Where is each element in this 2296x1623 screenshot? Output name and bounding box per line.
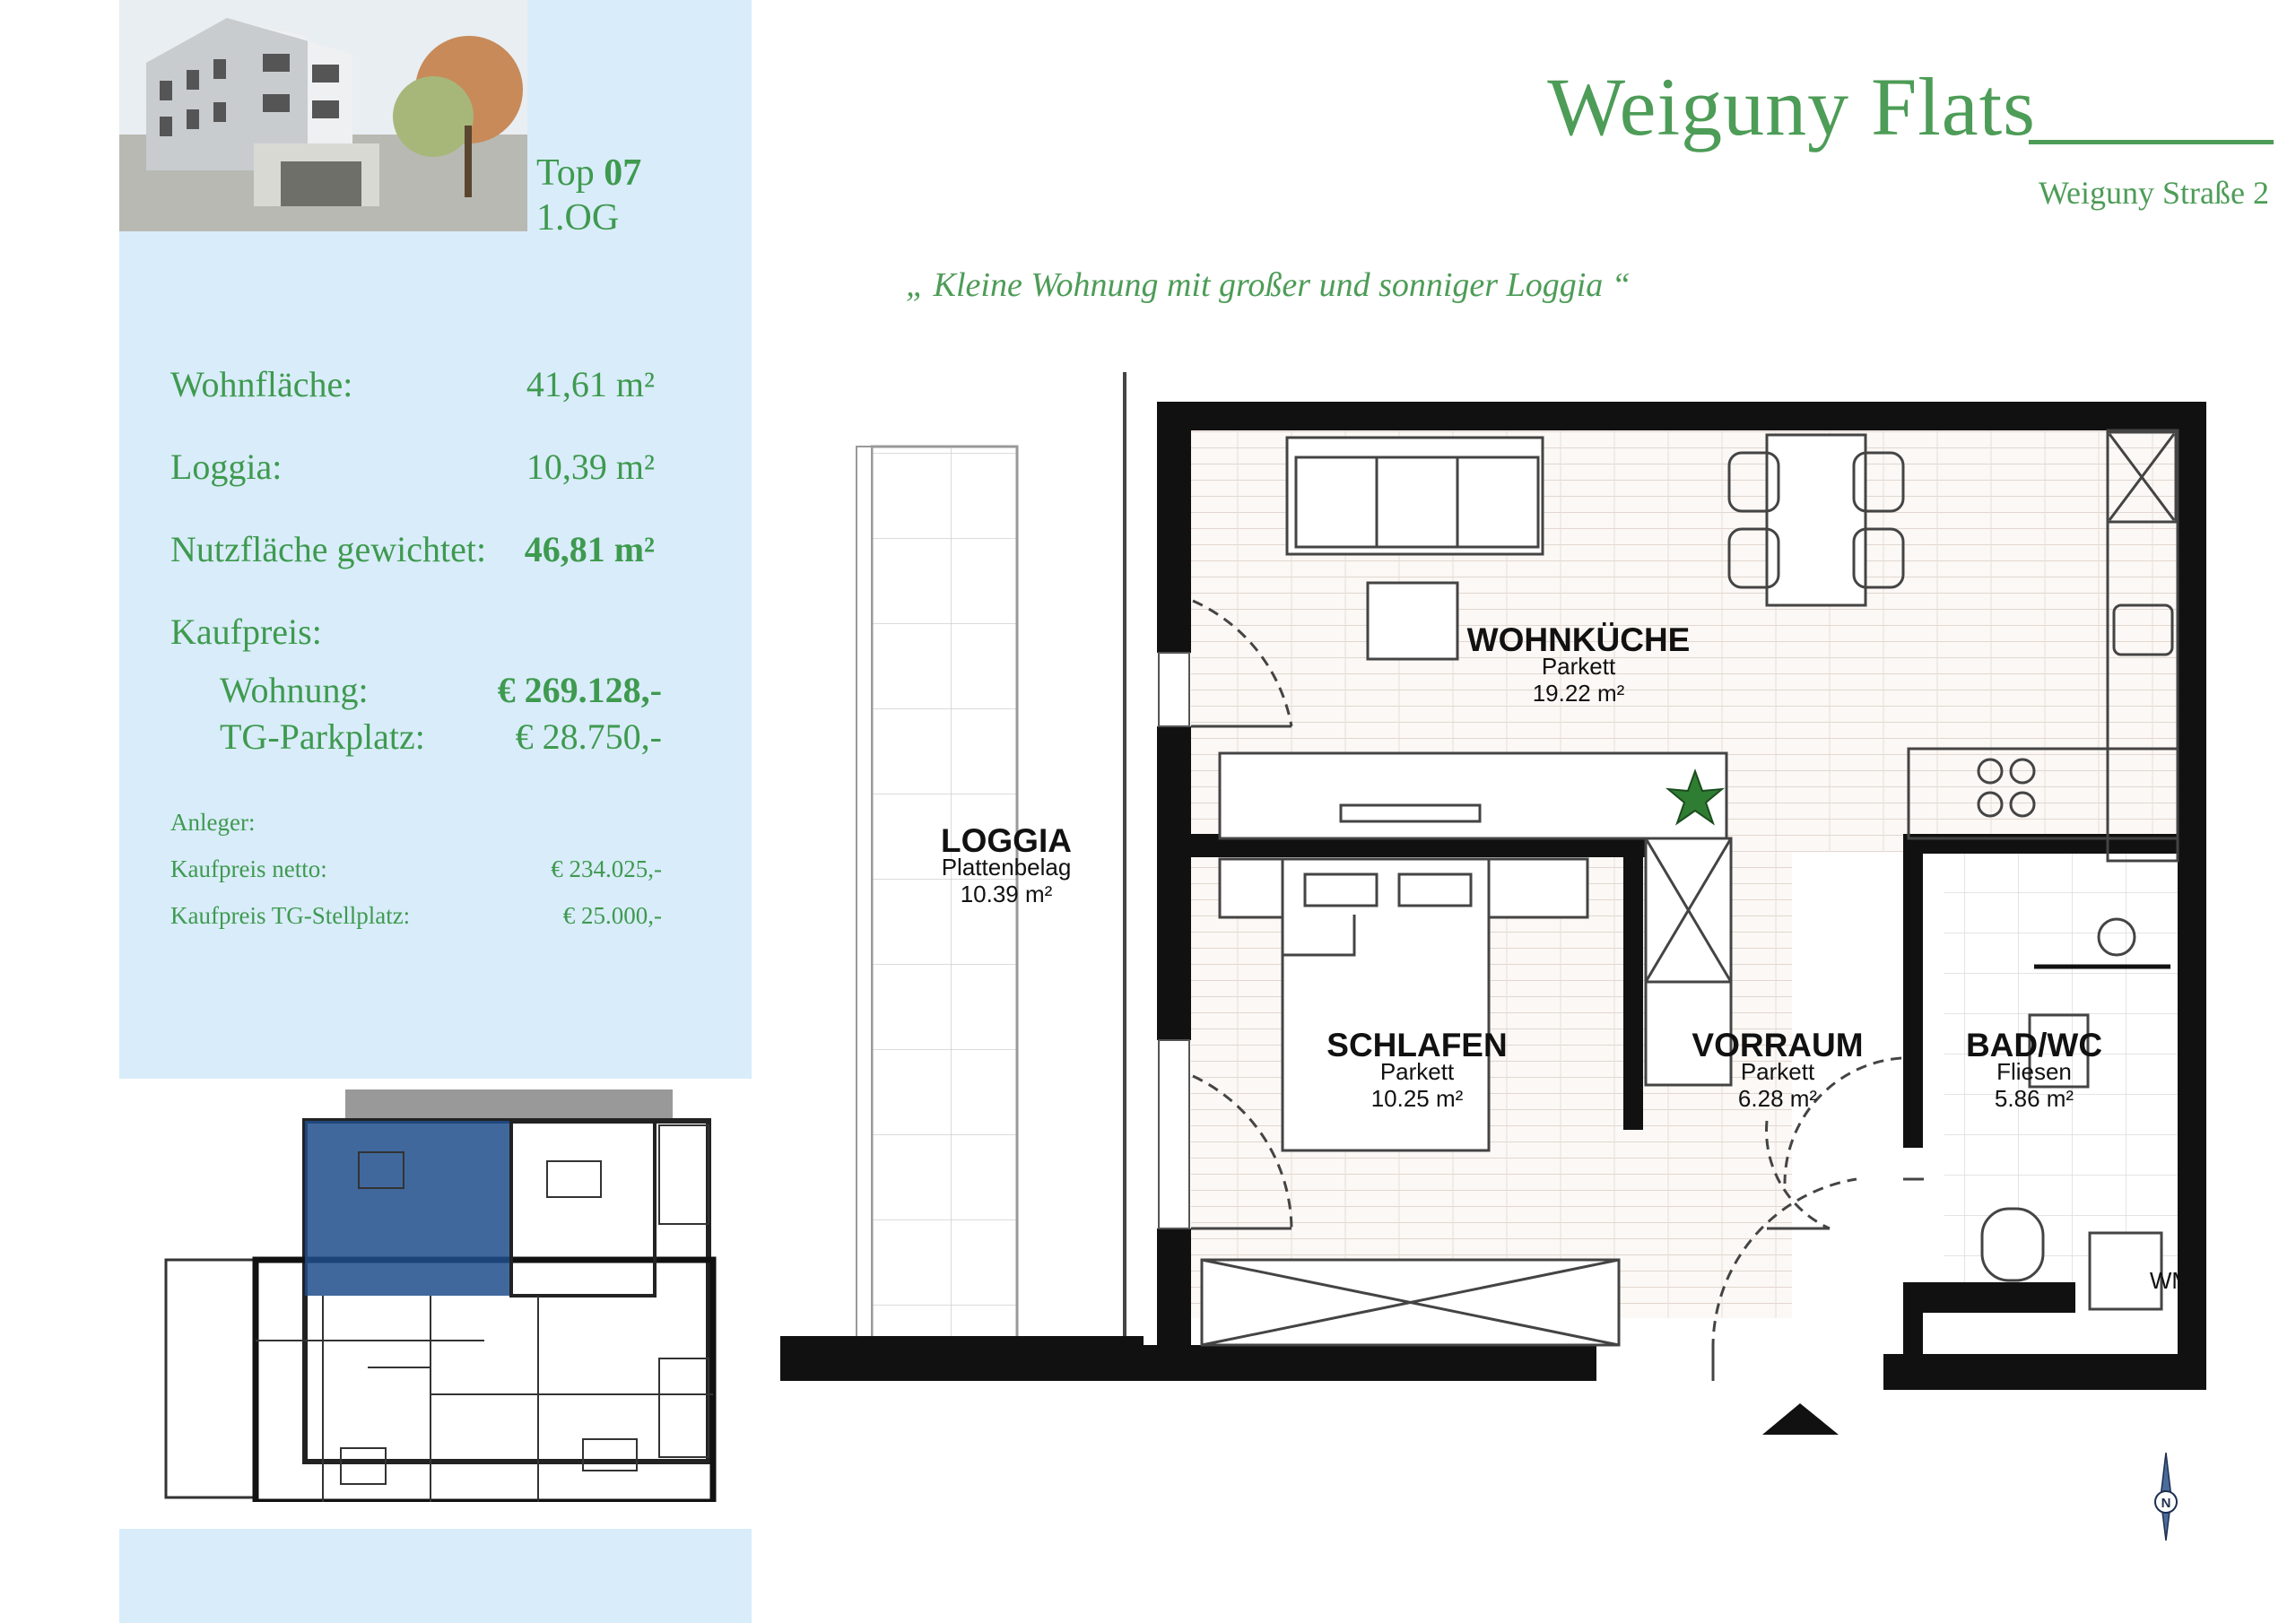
building-photo [119, 0, 527, 231]
compass-label: N [2161, 1496, 2171, 1511]
netto-value: € 234.025,- [551, 855, 662, 882]
room-schlafen-name: SCHLAFEN [1326, 1027, 1508, 1063]
room-wohnkueche-floor: Parkett [1541, 653, 1616, 680]
netto-label: Kaufpreis netto: [170, 855, 327, 882]
title-underline [2029, 140, 2274, 144]
loggia-label: Loggia: [170, 447, 283, 487]
wohnflaeche-label: Wohnfläche: [170, 364, 353, 404]
address: Weiguny Straße 2 [2038, 175, 2269, 211]
nutzflaeche-value: 46,81 m² [524, 529, 655, 569]
wohnung-price: € 269.128,- [497, 670, 662, 710]
washing-machine-label: WM [2149, 1267, 2192, 1294]
wohnflaeche-value: 41,61 m² [526, 364, 655, 404]
room-bad-name: BAD/WC [1965, 1027, 2103, 1063]
room-schlafen-area: 10.25 m² [1370, 1085, 1464, 1112]
parkplatz-label: TG-Parkplatz: [220, 716, 425, 757]
floor-plan [780, 368, 2233, 1533]
investor-heading: Anleger: [170, 809, 256, 836]
room-bad-floor: Fliesen [1996, 1058, 2072, 1085]
tagline: „ Kleine Wohnung mit großer und sonniger… [906, 266, 1631, 304]
top-number: 07 [604, 152, 642, 194]
top-label: Top [536, 152, 595, 194]
info-panel-footer [119, 1529, 752, 1623]
stellplatz-value: € 25.000,- [562, 902, 662, 929]
kaufpreis-label: Kaufpreis: [170, 612, 322, 652]
room-wohnkueche-area: 19.22 m² [1532, 680, 1625, 707]
room-loggia-name: LOGGIA [941, 822, 1072, 859]
brand-title: Weiguny Flats [1547, 61, 2036, 152]
room-wohnkueche-name: WOHNKÜCHE [1466, 621, 1691, 658]
room-bad-area: 5.86 m² [1994, 1085, 2074, 1112]
room-loggia-floor: Plattenbelag [941, 854, 1072, 881]
key-plan [161, 1089, 722, 1506]
nutzflaeche-label: Nutzfläche gewichtet: [170, 529, 487, 569]
room-loggia-area: 10.39 m² [960, 881, 1053, 907]
room-vorraum-area: 6.28 m² [1737, 1085, 1818, 1112]
loggia-value: 10,39 m² [526, 447, 655, 487]
room-schlafen-floor: Parkett [1379, 1058, 1455, 1085]
room-vorraum-name: VORRAUM [1692, 1027, 1864, 1063]
room-vorraum-floor: Parkett [1740, 1058, 1815, 1085]
compass-icon: N [2148, 1452, 2184, 1542]
floor-label: 1.OG [536, 197, 620, 239]
stellplatz-label: Kaufpreis TG-Stellplatz: [170, 902, 411, 929]
unit-id: Top 07 1.OG [536, 151, 641, 241]
parkplatz-price: € 28.750,- [515, 716, 662, 757]
wohnung-label: Wohnung: [220, 670, 369, 710]
